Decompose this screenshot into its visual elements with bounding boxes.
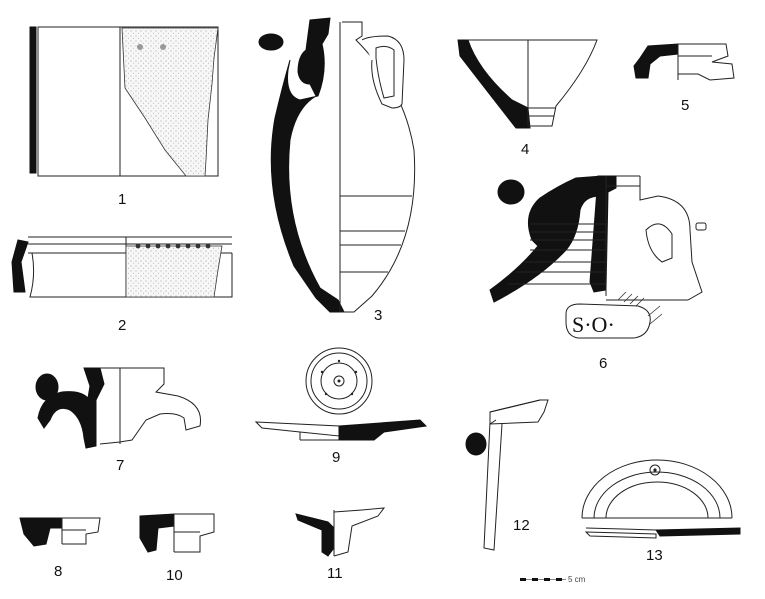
scale-bar: 5 cm (520, 575, 586, 584)
label-2: 2 (118, 317, 126, 334)
label-11: 11 (327, 565, 343, 582)
rim-5: 5 (633, 43, 735, 114)
stamp-text: S·O· (572, 312, 615, 337)
label-1: 1 (118, 191, 126, 208)
label-8: 8 (54, 563, 62, 580)
dish-13: 13 (581, 459, 741, 564)
label-10: 10 (166, 567, 183, 584)
label-4: 4 (521, 141, 529, 158)
rim-handle-7: 7 (35, 367, 202, 474)
label-3: 3 (374, 307, 382, 324)
handle-12: 12 (465, 399, 549, 551)
sherd-2: 2 (11, 236, 233, 334)
label-6: 6 (599, 355, 607, 372)
amphora-3: 3 (258, 17, 416, 324)
rim-10: 10 (139, 513, 215, 584)
label-9: 9 (332, 449, 340, 466)
amphora-neck-6: S·O· 6 (489, 175, 707, 372)
label-5: 5 (681, 97, 689, 114)
label-13: 13 (646, 547, 663, 564)
label-12: 12 (513, 517, 530, 534)
scale-bar-label: 5 cm (568, 575, 586, 584)
lamp-11: 11 (295, 507, 386, 582)
bowl-4: 4 (457, 39, 598, 158)
label-7: 7 (116, 457, 124, 474)
rim-8: 8 (19, 517, 101, 580)
plate-9: 9 (254, 347, 428, 466)
sherd-1: 1 (29, 26, 219, 208)
